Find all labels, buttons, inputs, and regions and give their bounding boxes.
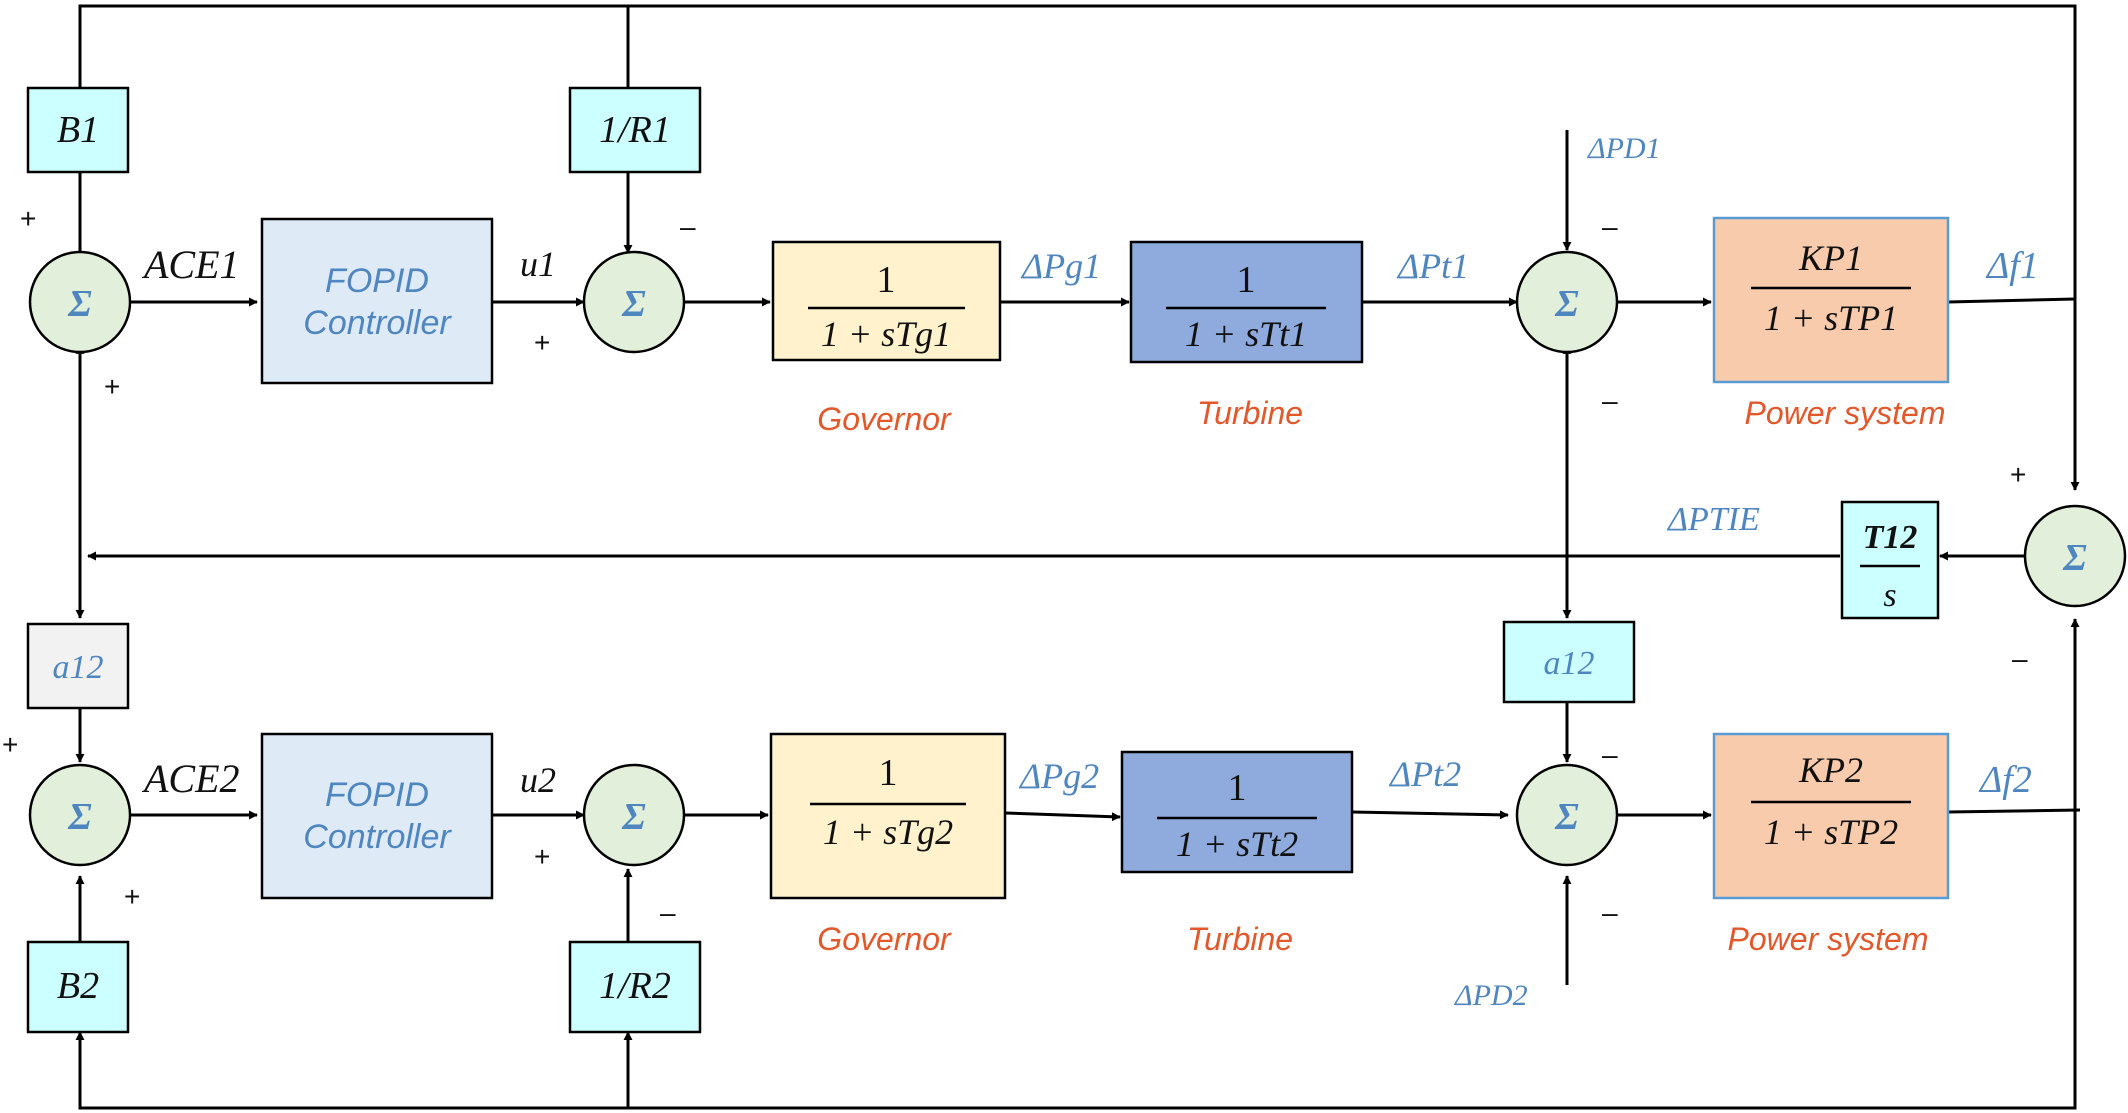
sum2-symbol: Σ: [621, 283, 646, 325]
fopid1-block: [260, 217, 494, 385]
ace2-label: ACE2: [141, 756, 240, 801]
sign-plus: +: [2, 729, 18, 760]
sum6-symbol: Σ: [621, 796, 646, 838]
fopid1-line1: FOPID: [325, 262, 429, 300]
tie-line: ΔPTIE T12 s Σ a12 a12: [26, 500, 2127, 710]
power2-block: [1712, 732, 1950, 900]
sum1-symbol: Σ: [67, 283, 92, 325]
a12-left-label: a12: [53, 649, 104, 686]
governor2-block: [769, 732, 1007, 900]
pt1-label: ΔPt1: [1396, 246, 1469, 286]
sum5: [28, 763, 132, 867]
turbine1-num: 1: [1237, 259, 1256, 301]
power1-den: 1 + sTP1: [1764, 298, 1898, 338]
fopid2-block: [260, 732, 494, 900]
governor1-block: [771, 240, 1002, 362]
area2: Σ ACE2 FOPID Controller u2 Σ 1 1 + sTg2 …: [26, 732, 2032, 1034]
a12-right-block: [1502, 620, 1636, 704]
df2-label: Δf2: [1978, 759, 2032, 801]
governor1-den: 1 + sTg1: [821, 314, 951, 354]
sum2: [582, 250, 686, 354]
power2-den: 1 + sTP2: [1764, 812, 1898, 852]
droop2-block: [568, 940, 702, 1034]
power1-caption: Power system: [1745, 395, 1946, 431]
df1-label: Δf1: [1985, 245, 2039, 287]
sign-minus: –: [1602, 211, 1618, 242]
sum7: [1515, 763, 1619, 867]
pg2-label: ΔPg2: [1018, 756, 1099, 796]
sum7-symbol: Σ: [1554, 796, 1579, 838]
b1-label: B1: [57, 109, 99, 151]
sign-plus: +: [124, 881, 140, 912]
sign-plus: +: [2010, 459, 2026, 490]
power1-num: KP1: [1798, 238, 1863, 278]
droop1-block: [568, 86, 702, 174]
fopid2-line2: Controller: [303, 818, 452, 856]
u1-label: u1: [520, 244, 556, 284]
governor2-num: 1: [879, 752, 898, 794]
turbine2-caption: Turbine: [1187, 921, 1293, 957]
a12-left-block: [26, 622, 130, 710]
pg1-label: ΔPg1: [1020, 246, 1101, 286]
summer-signs: + + – + – – + – + + + – – –: [2, 203, 2028, 928]
signal-wires: [75, 4, 2081, 1110]
a12-right-label: a12: [1544, 645, 1595, 682]
turbine2-num: 1: [1228, 767, 1247, 809]
turbine2-den: 1 + sTt2: [1176, 824, 1298, 864]
turbine2-block: [1120, 750, 1354, 874]
sign-plus: +: [534, 841, 550, 872]
sum3: [1515, 250, 1619, 354]
governor2-den: 1 + sTg2: [823, 812, 953, 852]
sign-plus: +: [534, 327, 550, 358]
t12-block: [1840, 500, 1940, 620]
sign-plus: +: [104, 371, 120, 402]
sign-minus: –: [1602, 385, 1618, 416]
governor1-caption: Governor: [817, 401, 952, 437]
sign-minus: –: [680, 211, 696, 242]
sum3-symbol: Σ: [1554, 283, 1579, 325]
droop1-label: 1/R1: [599, 109, 671, 151]
droop2-label: 1/R2: [599, 965, 671, 1007]
sum1: [28, 250, 132, 354]
sum6: [582, 763, 686, 867]
pd2-label: ΔPD2: [1454, 979, 1528, 1012]
fopid2-line1: FOPID: [325, 776, 429, 814]
sum5-symbol: Σ: [67, 796, 92, 838]
turbine1-caption: Turbine: [1197, 395, 1303, 431]
pt2-label: ΔPt2: [1388, 754, 1461, 794]
sum4-symbol: Σ: [2062, 537, 2087, 579]
ptie-label: ΔPTIE: [1666, 501, 1760, 538]
governor1-num: 1: [877, 259, 896, 301]
sign-minus: –: [660, 897, 676, 928]
sign-minus: –: [2012, 643, 2028, 674]
power1-block: [1712, 216, 1950, 384]
ace1-label: ACE1: [141, 242, 240, 287]
sum4: [2023, 504, 2127, 608]
fopid1-line2: Controller: [303, 304, 452, 342]
area1: B1 1/R1 Σ ACE1 FOPID Controller u1 Σ 1 1…: [26, 86, 2039, 437]
sign-minus: –: [1602, 897, 1618, 928]
sign-minus: –: [1602, 739, 1618, 770]
b2-label: B2: [57, 965, 99, 1007]
turbine1-block: [1129, 240, 1364, 364]
u2-label: u2: [520, 760, 556, 800]
sign-plus: +: [20, 203, 36, 234]
b2-block: [26, 940, 130, 1034]
t12-den: s: [1883, 577, 1896, 614]
power2-num: KP2: [1798, 750, 1863, 790]
b1-block: [26, 86, 130, 174]
governor2-caption: Governor: [817, 921, 952, 957]
t12-num: T12: [1863, 519, 1918, 556]
pd1-label: ΔPD1: [1587, 132, 1661, 165]
turbine1-den: 1 + sTt1: [1185, 314, 1307, 354]
power2-caption: Power system: [1728, 921, 1929, 957]
